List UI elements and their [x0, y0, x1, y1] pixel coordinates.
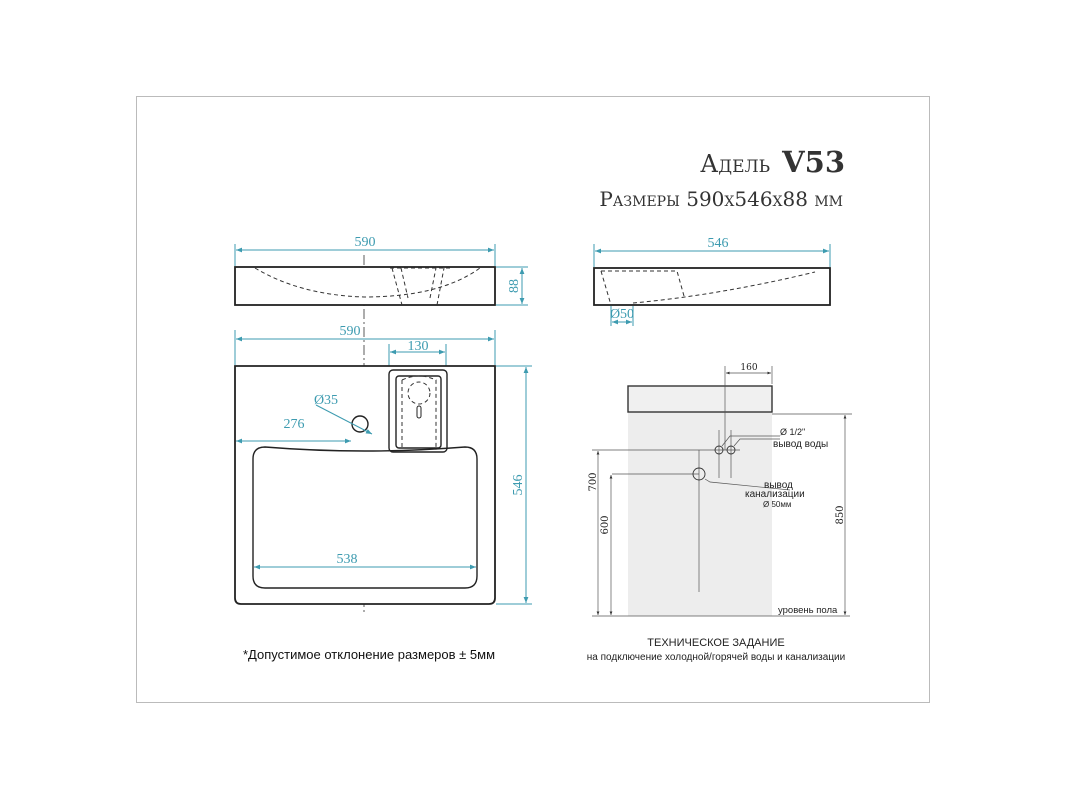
tech-spec-title: ТЕХНИЧЕСКОЕ ЗАДАНИЕ	[647, 637, 784, 649]
sewer-outlet	[692, 467, 706, 481]
tech-spec-subtitle: на подключение холодной/горячей воды и к…	[587, 652, 845, 663]
title-block: Адель V53 Размеры 590х546х88 мм	[599, 145, 845, 211]
model-name: Адель	[700, 150, 770, 178]
tolerance-footnote: *Допустимое отклонение размеров ± 5мм	[243, 647, 495, 662]
water-outlet-label: вывод воды	[773, 439, 828, 450]
floor-level-label: уровень пола	[778, 605, 838, 616]
cold-water-outlet	[714, 445, 724, 455]
bowl-outline	[252, 446, 478, 589]
side-depth-label: 546	[708, 236, 729, 251]
sewer-label-1: вывод	[764, 480, 793, 491]
hole-offset-label: 276	[284, 417, 305, 432]
side-view: 546 Ø50	[593, 236, 831, 326]
front-view: 590 88	[234, 235, 528, 306]
hot-water-outlet	[726, 445, 736, 455]
drain-diameter-label: Ø50	[610, 307, 634, 322]
frame	[136, 96, 930, 703]
overflow-hole	[351, 415, 369, 433]
tech-spec-diagram: 160 Ø 1/2" вывод воды вывод канализации …	[587, 363, 852, 663]
dimensions-title: Размеры 590х546х88 мм	[599, 187, 843, 211]
water-diameter: Ø 1/2"	[780, 427, 805, 437]
sewer-diameter: Ø 50мм	[763, 500, 791, 509]
wall-area	[628, 412, 772, 616]
countertop	[627, 385, 773, 413]
height-850-label: 850	[835, 505, 846, 524]
offset-label: 160	[740, 363, 757, 373]
model-code: V53	[781, 145, 845, 179]
height-label: 88	[507, 279, 522, 293]
width-label: 590	[355, 235, 376, 250]
faucet-block	[388, 369, 448, 453]
basin-front	[234, 266, 496, 306]
height-600-label: 600	[600, 515, 611, 534]
plan-depth-label: 546	[511, 475, 526, 496]
plan-width-label: 590	[340, 324, 361, 339]
height-700-label: 700	[588, 472, 599, 491]
hole-diameter-label: Ø35	[314, 393, 338, 408]
plan-view: 590 130 Ø35 276 538 546	[234, 324, 532, 605]
basin-plan	[234, 365, 496, 605]
bowl-width-label: 538	[337, 552, 358, 567]
sewer-label-2: канализации	[745, 489, 805, 500]
faucet-width-label: 130	[408, 339, 429, 354]
basin-side	[593, 267, 831, 306]
